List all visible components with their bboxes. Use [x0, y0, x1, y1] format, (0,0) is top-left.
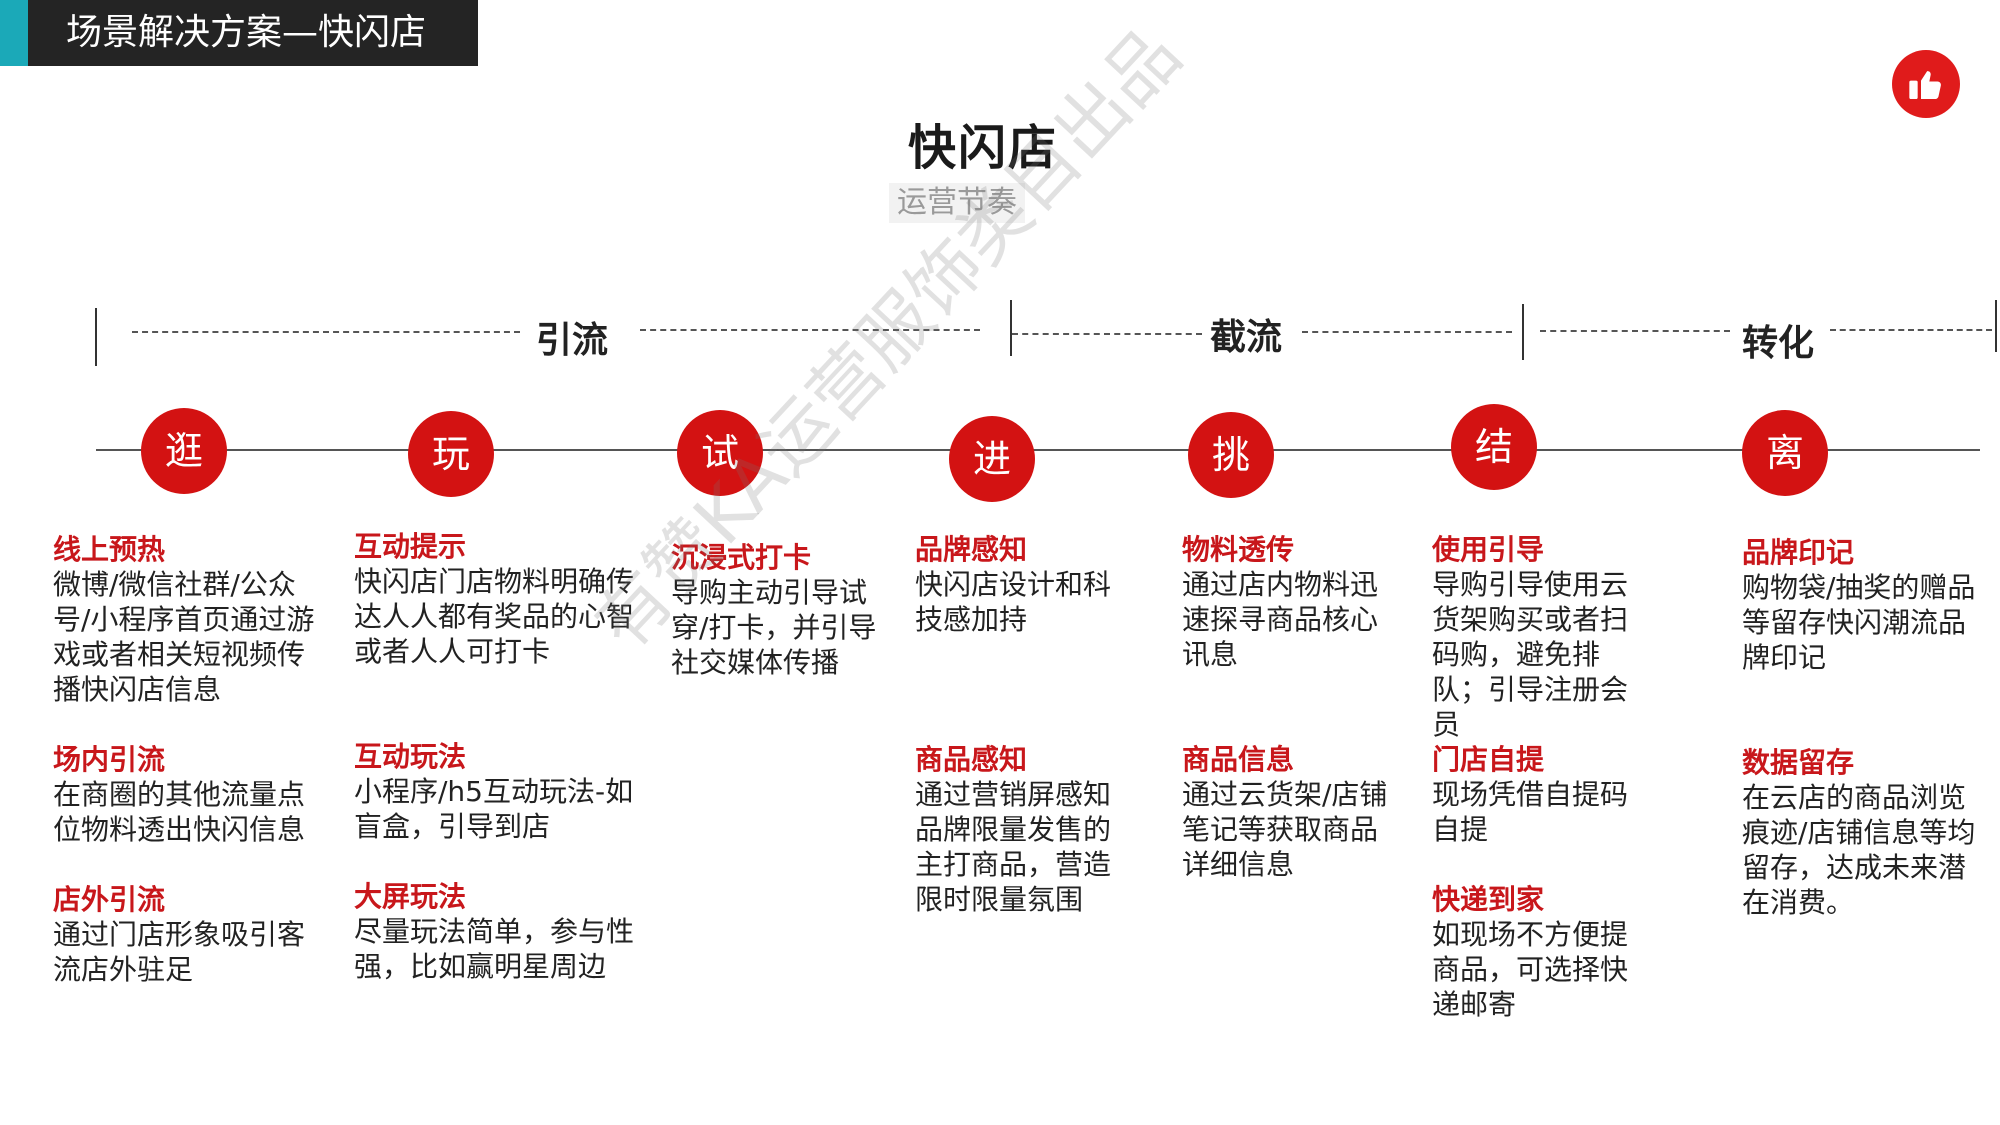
- phase-divider: [1995, 300, 1997, 352]
- list-item: 大屏玩法 尽量玩法简单，参与性强，比如赢明星周边: [354, 880, 654, 984]
- item-title: 数据留存: [1742, 746, 1855, 779]
- item-body: 通过门店形象吸引客流店外驻足: [53, 918, 306, 986]
- list-item: 品牌印记 购物袋/抽奖的赠品等留存快闪潮流品牌印记: [1742, 536, 1982, 675]
- item-body: 如现场不方便提商品，可选择快递邮寄: [1432, 918, 1629, 1021]
- list-item: 线上预热 微博/微信社群/公众号/小程序首页通过游戏或者相关短视频传播快闪店信息: [53, 533, 323, 707]
- phase-dash-line: [1540, 330, 1730, 332]
- phase-label-yinliu: 引流: [536, 320, 609, 361]
- phase-label-zhuanhua: 转化: [1742, 323, 1815, 364]
- phase-dash-line: [1830, 329, 1992, 331]
- item-title: 互动提示: [354, 530, 467, 563]
- list-item: 快递到家 如现场不方便提商品，可选择快递邮寄: [1432, 883, 1652, 1022]
- thumbs-up-icon: [1892, 50, 1960, 118]
- item-title: 使用引导: [1432, 533, 1545, 566]
- item-body: 在商圈的其他流量点位物料透出快闪信息: [53, 778, 306, 846]
- list-item: 沉浸式打卡 导购主动引导试穿/打卡，并引导社交媒体传播: [671, 541, 891, 680]
- phase-dash-line: [132, 331, 520, 333]
- list-item: 互动提示 快闪店门店物料明确传达人人都有奖品的心智或者人人可打卡: [354, 530, 654, 669]
- list-item: 品牌感知 快闪店设计和科技感加持: [915, 533, 1135, 637]
- item-title: 沉浸式打卡: [671, 541, 812, 574]
- phase-divider: [95, 308, 97, 366]
- list-item: 场内引流 在商圈的其他流量点位物料透出快闪信息: [53, 743, 323, 847]
- item-body: 现场凭借自提码自提: [1432, 778, 1629, 846]
- item-body: 小程序/h5互动玩法-如盲盒，引导到店: [354, 775, 634, 843]
- step-circle-tiao: 挑: [1188, 412, 1274, 498]
- item-body: 快闪店设计和科技感加持: [915, 568, 1112, 636]
- item-title: 店外引流: [53, 883, 166, 916]
- item-title: 品牌感知: [915, 533, 1028, 566]
- item-title: 商品信息: [1182, 743, 1295, 776]
- item-body: 微博/微信社群/公众号/小程序首页通过游戏或者相关短视频传播快闪店信息: [53, 568, 315, 706]
- phase-divider: [1010, 300, 1012, 356]
- phase-dash-line: [640, 329, 980, 331]
- phase-dash-line: [1012, 333, 1202, 335]
- list-item: 使用引导 导购引导使用云货架购买或者扫码购，避免排队；引导注册会员: [1432, 533, 1652, 742]
- list-item: 商品信息 通过云货架/店铺笔记等获取商品详细信息: [1182, 743, 1402, 882]
- step-circle-guang: 逛: [141, 408, 227, 494]
- list-item: 商品感知 通过营销屏感知品牌限量发售的主打商品，营造限时限量氛围: [915, 743, 1135, 917]
- item-body: 尽量玩法简单，参与性强，比如赢明星周边: [354, 915, 635, 983]
- step-circle-wan: 玩: [408, 411, 494, 497]
- list-item: 店外引流 通过门店形象吸引客流店外驻足: [53, 883, 323, 987]
- header-accent: [0, 0, 28, 66]
- item-body: 导购引导使用云货架购买或者扫码购，避免排队；引导注册会员: [1432, 568, 1629, 741]
- item-title: 场内引流: [53, 743, 166, 776]
- header-bar: [0, 0, 478, 66]
- step-circle-jie: 结: [1451, 404, 1537, 490]
- phase-label-jieliu: 截流: [1210, 317, 1283, 358]
- item-body: 购物袋/抽奖的赠品等留存快闪潮流品牌印记: [1742, 571, 1976, 674]
- item-title: 大屏玩法: [354, 880, 467, 913]
- item-title: 门店自提: [1432, 743, 1545, 776]
- item-body: 导购主动引导试穿/打卡，并引导社交媒体传播: [671, 576, 877, 679]
- item-body: 通过店内物料迅速探寻商品核心讯息: [1182, 568, 1379, 671]
- list-item: 互动玩法 小程序/h5互动玩法-如盲盒，引导到店: [354, 740, 654, 844]
- step-circle-shi: 试: [677, 410, 763, 496]
- list-item: 数据留存 在云店的商品浏览痕迹/店铺信息等均留存，达成未来潜在消费。: [1742, 746, 1982, 920]
- header-title: 场景解决方案—快闪店: [66, 12, 427, 53]
- item-title: 商品感知: [915, 743, 1028, 776]
- item-body: 通过云货架/店铺笔记等获取商品详细信息: [1182, 778, 1388, 881]
- timeline-line: [96, 449, 1980, 451]
- list-item: 物料透传 通过店内物料迅速探寻商品核心讯息: [1182, 533, 1402, 672]
- item-title: 线上预热: [53, 533, 166, 566]
- item-body: 通过营销屏感知品牌限量发售的主打商品，营造限时限量氛围: [915, 778, 1112, 916]
- list-item: 门店自提 现场凭借自提码自提: [1432, 743, 1652, 847]
- item-body: 在云店的商品浏览痕迹/店铺信息等均留存，达成未来潜在消费。: [1742, 781, 1976, 919]
- item-title: 快递到家: [1432, 883, 1545, 916]
- item-title: 品牌印记: [1742, 536, 1855, 569]
- item-title: 物料透传: [1182, 533, 1295, 566]
- phase-dash-line: [1302, 331, 1512, 333]
- phase-divider: [1522, 304, 1524, 360]
- item-body: 快闪店门店物料明确传达人人都有奖品的心智或者人人可打卡: [354, 565, 635, 668]
- item-title: 互动玩法: [354, 740, 467, 773]
- step-circle-jin: 进: [949, 416, 1035, 502]
- page-subtitle: 运营节奏: [889, 183, 1025, 223]
- page-title: 快闪店: [907, 120, 1058, 176]
- step-circle-li: 离: [1742, 410, 1828, 496]
